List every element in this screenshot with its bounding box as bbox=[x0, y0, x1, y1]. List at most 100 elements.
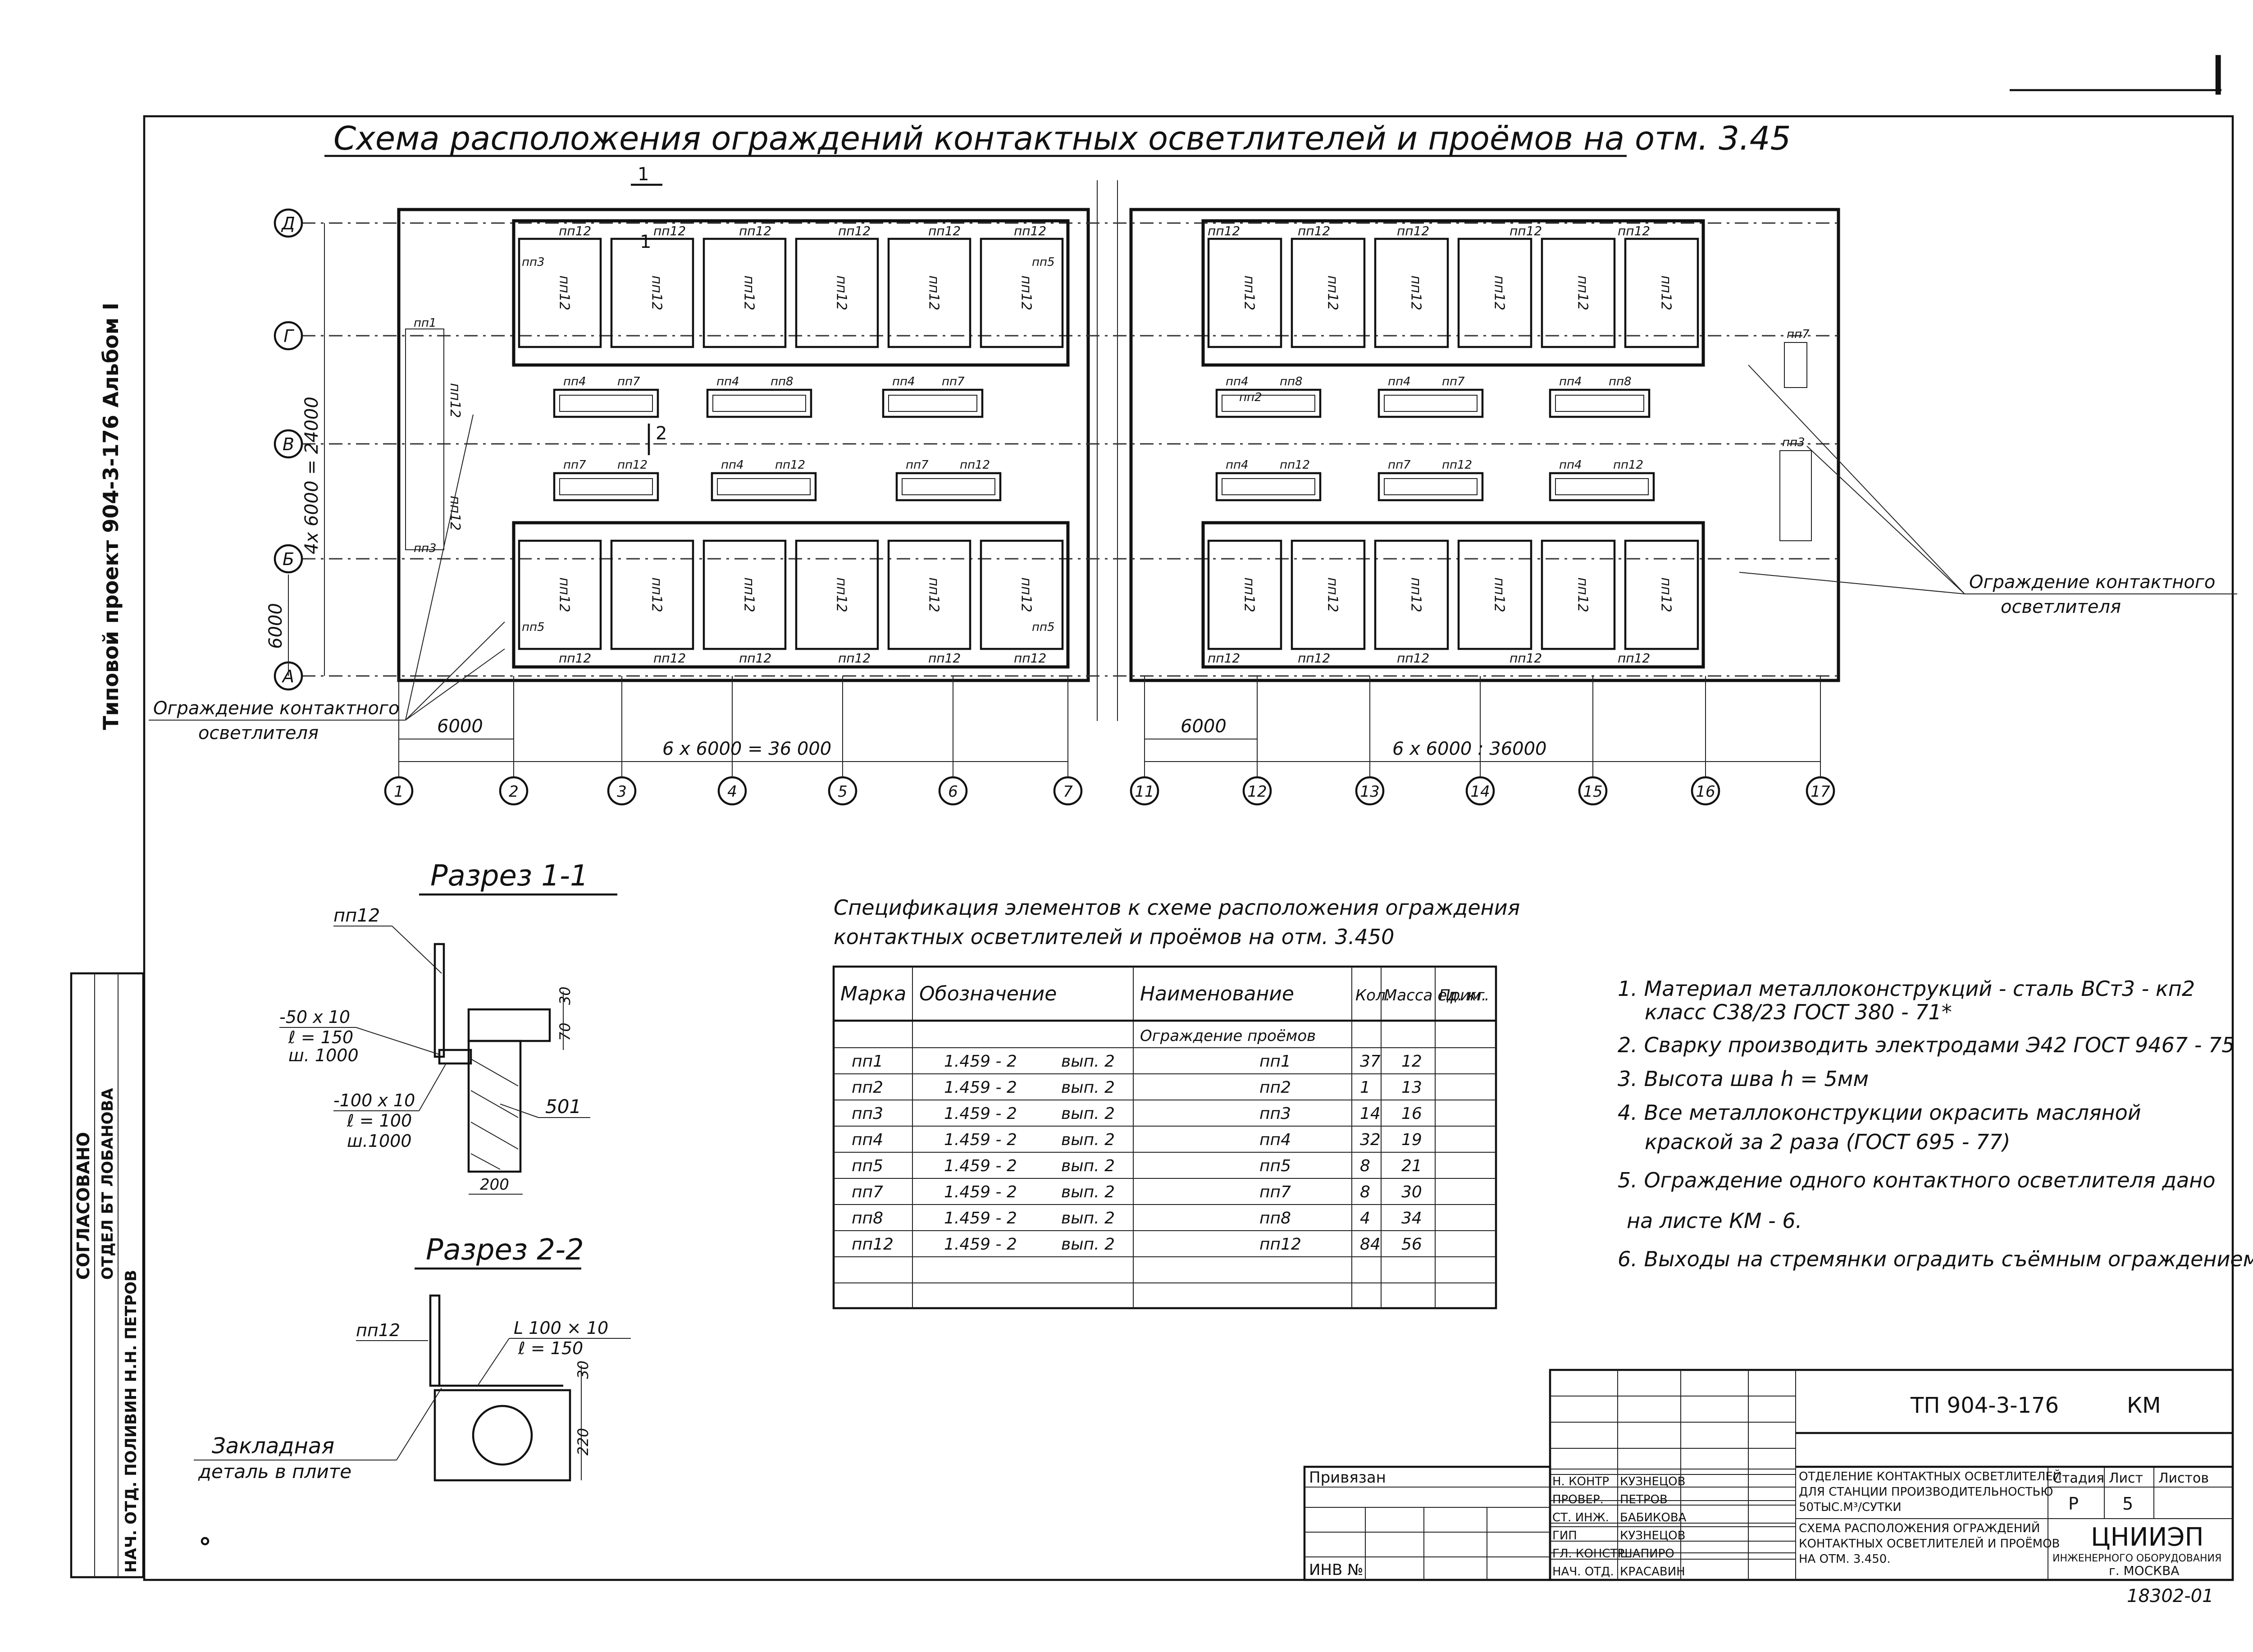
tb-role: Н. КОНТР bbox=[1552, 1475, 1609, 1488]
clarifier-tank bbox=[1291, 237, 1366, 348]
spec-cell-mark: пп4 bbox=[852, 1131, 883, 1149]
axis-col-bubble bbox=[1806, 776, 1835, 806]
opening-inner bbox=[902, 478, 995, 495]
axis-row-bubble bbox=[274, 321, 303, 351]
axis-row-bubble bbox=[274, 208, 303, 238]
spec-cell-mass: 12 bbox=[1401, 1052, 1422, 1071]
sheet-frame bbox=[143, 115, 2234, 1581]
spec-cell-mark: пп1 bbox=[852, 1052, 883, 1071]
rail-label-bottom: пп12 bbox=[1397, 651, 1429, 666]
tank-label: пп12 bbox=[649, 577, 665, 612]
opening-label: пп4 bbox=[1559, 458, 1582, 472]
spec-cell-issue: вып. 2 bbox=[1061, 1078, 1115, 1097]
axis-col-bubble bbox=[607, 776, 637, 806]
section-mark-1-bottom: 1 bbox=[640, 232, 651, 252]
spec-cell-mass: 30 bbox=[1401, 1183, 1422, 1201]
axis-row-bubble bbox=[274, 429, 303, 459]
axis-col-label: 7 bbox=[1063, 783, 1073, 801]
spec-cell-qty: 8 bbox=[1360, 1157, 1370, 1175]
s2-angle-label-b: ℓ = 150 bbox=[518, 1338, 583, 1358]
opening bbox=[1377, 388, 1484, 418]
tb-role: СТ. ИНЖ. bbox=[1552, 1511, 1609, 1524]
tank-label: пп12 bbox=[926, 577, 942, 612]
axis-col-bubble bbox=[1355, 776, 1385, 806]
tank-label: пп12 bbox=[1325, 577, 1341, 612]
rail-label-pp5-bottom: пп5 bbox=[1032, 621, 1055, 634]
opening-label: пп4 bbox=[721, 458, 744, 472]
s1-mark-501: 501 bbox=[545, 1095, 581, 1118]
spec-cell-code: 1.459 - 2 bbox=[944, 1183, 1017, 1201]
album-stamp: Типовой проект 904-3-176 Альбом I bbox=[99, 303, 123, 730]
tank-label: пп12 bbox=[1408, 275, 1424, 310]
opening-label: пп4 bbox=[1226, 375, 1249, 388]
s2-embed-leader bbox=[396, 1387, 442, 1460]
rail-label-top: пп12 bbox=[1298, 224, 1330, 238]
rail-label-bottom: пп12 bbox=[1510, 651, 1542, 666]
rail-label-pp7-right: пп7 bbox=[1787, 328, 1810, 341]
opening-label: пп4 bbox=[716, 375, 739, 388]
spec-cell-name: пп12 bbox=[1259, 1235, 1301, 1254]
s2-slab bbox=[433, 1389, 571, 1482]
clarifier-tank bbox=[1457, 237, 1532, 348]
opening-inner bbox=[712, 395, 806, 412]
axis-col-label: 17 bbox=[1811, 783, 1830, 801]
spec-cell-mass: 16 bbox=[1401, 1104, 1422, 1123]
opening bbox=[1377, 472, 1484, 502]
spec-header-cell: Обозначение bbox=[919, 982, 1057, 1005]
clarifier-tank bbox=[795, 237, 879, 348]
axis-col-label: 1 bbox=[394, 783, 404, 801]
opening-label: пп4 bbox=[1559, 375, 1582, 388]
s2-pp12-label: пп12 bbox=[356, 1320, 400, 1340]
tb-sheet-title: СХЕМА РАСПОЛОЖЕНИЯ ОГРАЖДЕНИЙ bbox=[1799, 1521, 2040, 1535]
dim-vertical-total: 4x 6000 = 24000 bbox=[301, 397, 322, 554]
axis-col-bubble bbox=[499, 776, 529, 806]
dept-label: ОТДЕЛ БТ ЛОБАНОВА bbox=[99, 1088, 117, 1280]
axis-col-label: 15 bbox=[1583, 783, 1602, 801]
spec-cell-name: пп3 bbox=[1259, 1104, 1291, 1123]
s1-plate bbox=[438, 1049, 472, 1065]
tb-inv: ИНВ № bbox=[1309, 1561, 1364, 1579]
tank-label: пп12 bbox=[926, 275, 942, 310]
spec-cell-issue: вып. 2 bbox=[1061, 1157, 1115, 1175]
opening-inner bbox=[1384, 395, 1478, 412]
s2-angle-leader bbox=[477, 1338, 510, 1386]
section-1-title: Разрез 1-1 bbox=[430, 859, 588, 893]
opening bbox=[895, 472, 1002, 502]
spec-cell-qty: 8 bbox=[1360, 1183, 1370, 1201]
axis-col-label: 2 bbox=[509, 783, 519, 801]
spec-cell-name: пп7 bbox=[1259, 1183, 1291, 1201]
opening-label: пп7 bbox=[563, 458, 586, 472]
rail-label-top: пп12 bbox=[838, 224, 871, 238]
rail-label-side: пп12 bbox=[447, 383, 463, 418]
clarifier-tank bbox=[887, 539, 971, 650]
axis-row-label: Б bbox=[283, 549, 294, 569]
rail-label-bottom: пп12 bbox=[928, 651, 961, 666]
opening-label: пп12 bbox=[617, 458, 648, 472]
tb-object: ДЛЯ СТАНЦИИ ПРОИЗВОДИТЕЛЬНОСТЬЮ bbox=[1799, 1485, 2053, 1499]
section-mark-2: 2 bbox=[656, 423, 667, 444]
tb-role: НАЧ. ОТД. bbox=[1552, 1565, 1614, 1579]
rail-label-bottom: пп12 bbox=[653, 651, 686, 666]
axis-col-label: 6 bbox=[948, 783, 958, 801]
spec-header-cell: Масса ед. кг. bbox=[1384, 986, 1489, 1004]
spec-cell-mark: пп7 bbox=[852, 1183, 883, 1201]
s2-post bbox=[429, 1294, 441, 1387]
tank-label: пп12 bbox=[1575, 577, 1591, 612]
opening bbox=[1215, 472, 1322, 502]
rail-label-pp3-top: пп3 bbox=[522, 256, 545, 269]
opening-label: пп7 bbox=[906, 458, 929, 472]
building-left-outline bbox=[397, 208, 1090, 682]
opening-label: пп12 bbox=[1280, 458, 1310, 472]
axis-col-label: 3 bbox=[617, 783, 627, 801]
side-rail-right-2 bbox=[1779, 450, 1812, 541]
axis-col-label: 13 bbox=[1360, 783, 1379, 801]
axis-col-label: 16 bbox=[1696, 783, 1715, 801]
rail-label-bottom: пп12 bbox=[1014, 651, 1046, 666]
tank-label: пп12 bbox=[556, 577, 572, 612]
s2-embed-1: Закладная bbox=[212, 1433, 334, 1459]
axis-row-label: А bbox=[281, 666, 294, 686]
spec-cell-qty: 84 bbox=[1360, 1235, 1381, 1254]
chief-label: НАЧ. ОТД. ПОЛИВИН Н.Н. ПЕТРОВ bbox=[122, 1270, 140, 1573]
